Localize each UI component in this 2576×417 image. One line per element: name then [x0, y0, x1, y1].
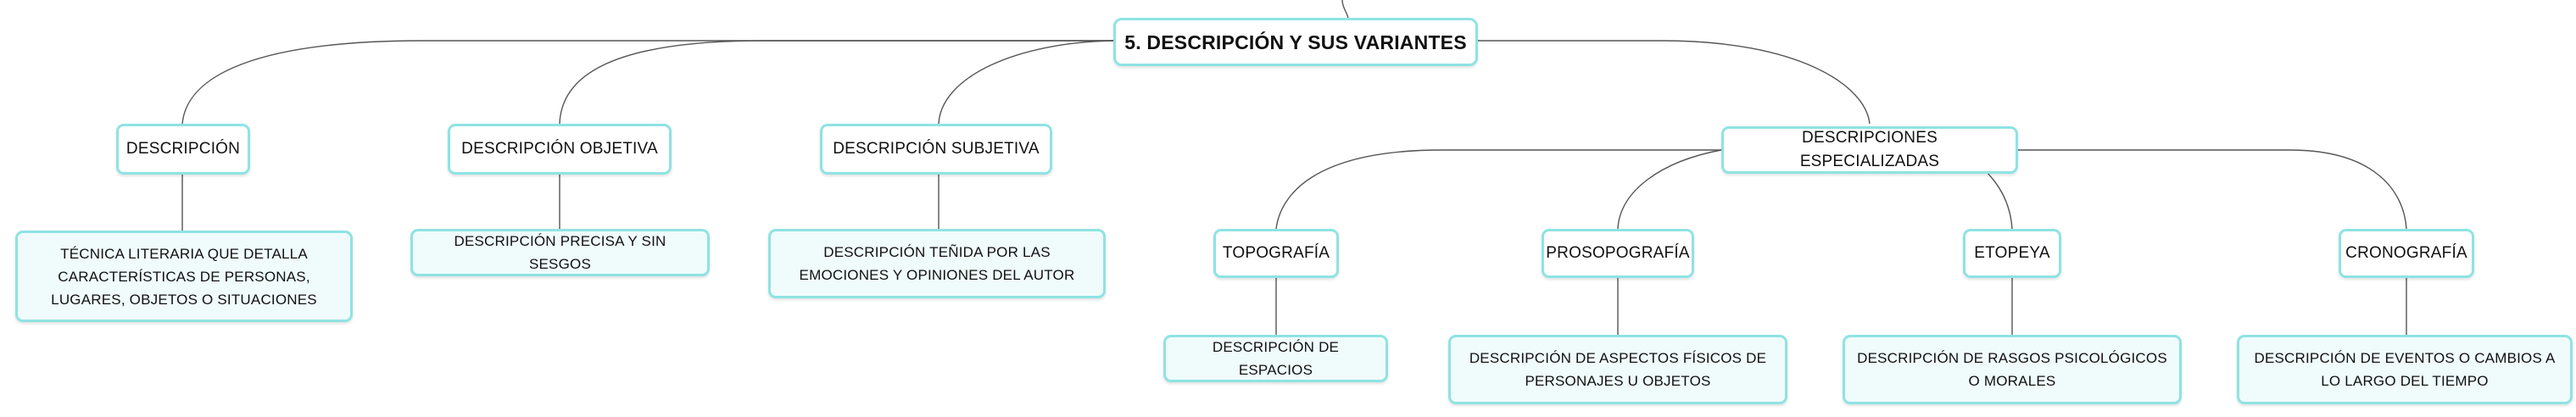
node-label: PROSOPOGRAFÍA	[1546, 244, 1690, 262]
node-label: DESCRIPCIÓN SUBJETIVA	[833, 140, 1040, 158]
detail-prosopografia[interactable]: DESCRIPCIÓN DE ASPECTOS FÍSICOS DE PERSO…	[1448, 335, 1787, 404]
detail-descripcion[interactable]: TÉCNICA LITERARIA QUE DETALLA CARACTERÍS…	[15, 231, 353, 322]
connector-esp-prosopografia	[1617, 149, 1722, 230]
detail-descripcion-objetiva[interactable]: DESCRIPCIÓN PRECISA Y SIN SESGOS	[410, 229, 710, 276]
node-label: TOPOGRAFÍA	[1222, 244, 1330, 262]
detail-topografia[interactable]: DESCRIPCIÓN DE ESPACIOS	[1163, 335, 1388, 382]
node-cronografia[interactable]: CRONOGRAFÍA	[2339, 229, 2474, 278]
connector-esp-topografia	[1275, 149, 1721, 230]
connector-root-descripcion	[181, 40, 1113, 125]
node-descripcion[interactable]: DESCRIPCIÓN	[116, 124, 250, 175]
node-etopeya[interactable]: ETOPEYA	[1963, 229, 2061, 278]
connector-root-top	[1341, 0, 1349, 19]
root-node[interactable]: 5. DESCRIPCIÓN Y SUS VARIANTES	[1113, 18, 1478, 66]
detail-descripcion-subjetiva[interactable]: DESCRIPCIÓN TEÑIDA POR LAS EMOCIONES Y O…	[768, 229, 1106, 298]
node-label: CRONOGRAFÍA	[2345, 244, 2467, 262]
connector-root-objetiva	[559, 40, 1113, 125]
connector-esp-cronografia	[2018, 149, 2407, 230]
node-label: DESCRIPCIONES ESPECIALIZADAS	[1799, 129, 1940, 170]
node-label: ETOPEYA	[1974, 244, 2050, 262]
detail-cronografia[interactable]: DESCRIPCIÓN DE EVENTOS O CAMBIOS A LO LA…	[2237, 335, 2573, 404]
node-descripcion-objetiva[interactable]: DESCRIPCIÓN OBJETIVA	[448, 124, 672, 175]
detail-text: DESCRIPCIÓN DE EVENTOS O CAMBIOS A LO LA…	[2254, 350, 2556, 389]
detail-text: DESCRIPCIÓN DE ESPACIOS	[1212, 339, 1340, 378]
root-node-label: 5. DESCRIPCIÓN Y SUS VARIANTES	[1124, 31, 1467, 53]
detail-text: DESCRIPCIÓN PRECISA Y SIN SESGOS	[454, 233, 666, 272]
node-descripcion-subjetiva[interactable]: DESCRIPCIÓN SUBJETIVA	[820, 124, 1052, 175]
detail-text: DESCRIPCIÓN TEÑIDA POR LAS EMOCIONES Y O…	[799, 244, 1075, 283]
detail-text: DESCRIPCIÓN DE RASGOS PSICOLÓGICOS O MOR…	[1857, 350, 2167, 389]
detail-text: DESCRIPCIÓN DE ASPECTOS FÍSICOS DE PERSO…	[1469, 350, 1767, 389]
node-topografia[interactable]: TOPOGRAFÍA	[1213, 229, 1339, 278]
detail-etopeya[interactable]: DESCRIPCIÓN DE RASGOS PSICOLÓGICOS O MOR…	[1843, 335, 2182, 404]
node-prosopografia[interactable]: PROSOPOGRAFÍA	[1542, 229, 1694, 278]
connector-root-especializadas	[1478, 40, 1871, 125]
node-label: DESCRIPCIÓN	[125, 140, 241, 158]
detail-text: TÉCNICA LITERARIA QUE DETALLA CARACTERÍS…	[51, 245, 317, 308]
connector-root-subjetiva	[938, 40, 1114, 125]
node-descripciones-especializadas[interactable]: DESCRIPCIONES ESPECIALIZADAS	[1721, 126, 2018, 174]
node-label: DESCRIPCIÓN OBJETIVA	[461, 140, 658, 158]
